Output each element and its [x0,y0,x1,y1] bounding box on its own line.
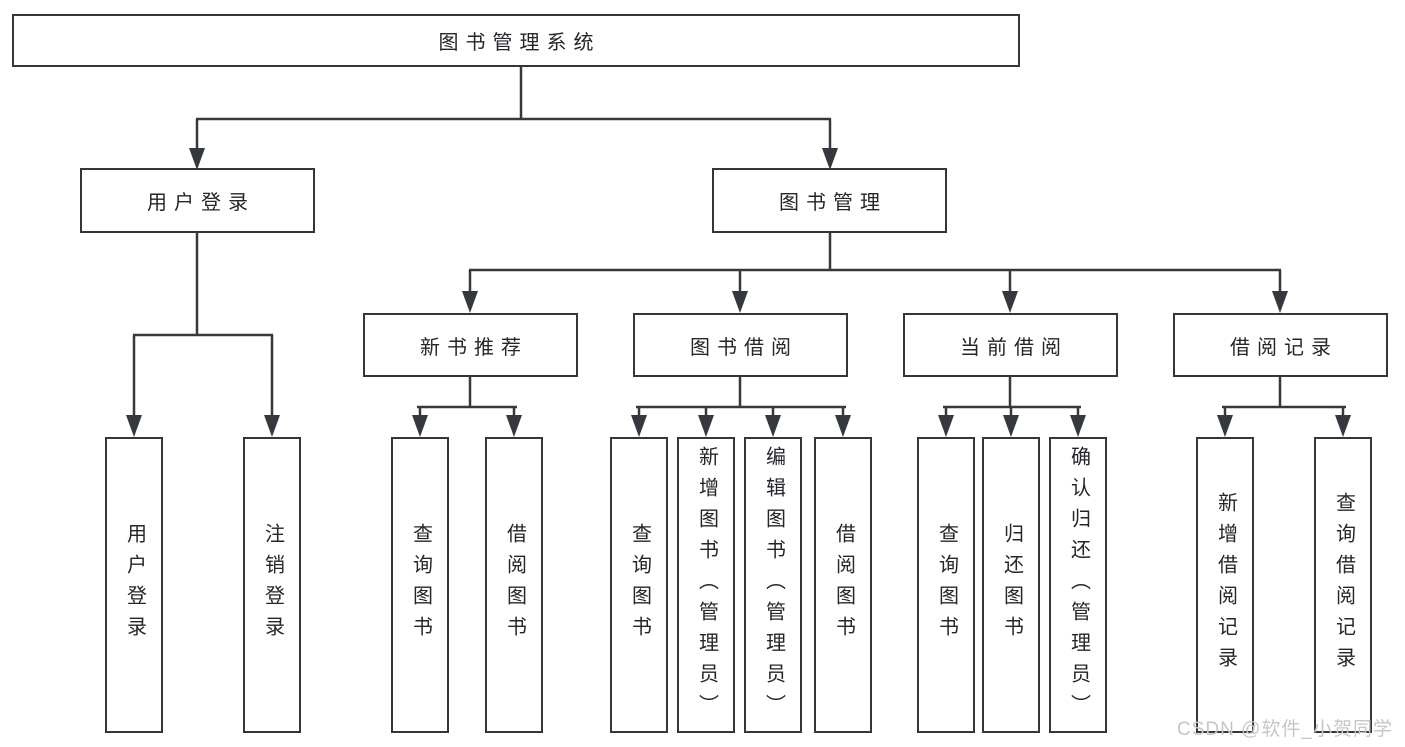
leaf-user-login: 用户登录 [105,437,163,733]
arrowhead-icons [126,148,1351,437]
node-label: 新书推荐 [420,336,528,359]
node-label: 确认归还（管理员） [1067,445,1090,725]
node-label: 查询图书 [628,523,651,647]
node-label: 当前借阅 [960,336,1068,359]
node-label: 用户登录 [123,523,146,647]
connector-lines [132,67,1346,419]
leaf-edit-books-admin: 编辑图书（管理员） [744,437,802,733]
node-new-book-recommendation: 新书推荐 [363,313,578,377]
node-label: 注销登录 [261,523,284,647]
node-label: 借阅图书 [832,523,855,647]
node-label: 归还图书 [1000,523,1023,647]
leaf-return-books: 归还图书 [982,437,1040,733]
node-book-borrowing: 图书借阅 [633,313,848,377]
node-borrowing-records: 借阅记录 [1173,313,1388,377]
leaf-query-books-current: 查询图书 [917,437,975,733]
node-label: 借阅记录 [1230,336,1338,359]
node-label: 查询借阅记录 [1332,492,1355,678]
node-label: 图书管理系统 [438,32,601,54]
node-label: 新增借阅记录 [1214,492,1237,678]
node-label: 用户登录 [147,192,255,214]
leaf-query-books-borrowing: 查询图书 [610,437,668,733]
node-current-borrowing: 当前借阅 [903,313,1118,377]
leaf-borrow-books-borrowing: 借阅图书 [814,437,872,733]
leaf-add-books-admin: 新增图书（管理员） [677,437,735,733]
node-label: 图书管理 [779,192,887,214]
leaf-add-borrow-record: 新增借阅记录 [1196,437,1254,733]
csdn-watermark: CSDN @软件_小贺同学 [1177,719,1393,740]
node-label: 查询图书 [409,523,432,647]
leaf-query-borrow-record: 查询借阅记录 [1314,437,1372,733]
node-label: 借阅图书 [503,523,526,647]
leaf-logout: 注销登录 [243,437,301,733]
node-label: 编辑图书（管理员） [762,445,785,725]
node-label: 新增图书（管理员） [695,445,718,725]
node-user-login: 用户登录 [80,168,315,233]
leaf-query-books-recommend: 查询图书 [391,437,449,733]
node-label: 图书借阅 [690,336,798,359]
leaf-confirm-return-admin: 确认归还（管理员） [1049,437,1107,733]
node-library-management-system: 图书管理系统 [12,14,1020,67]
leaf-borrow-books-recommend: 借阅图书 [485,437,543,733]
node-label: 查询图书 [935,523,958,647]
node-book-management: 图书管理 [712,168,947,233]
